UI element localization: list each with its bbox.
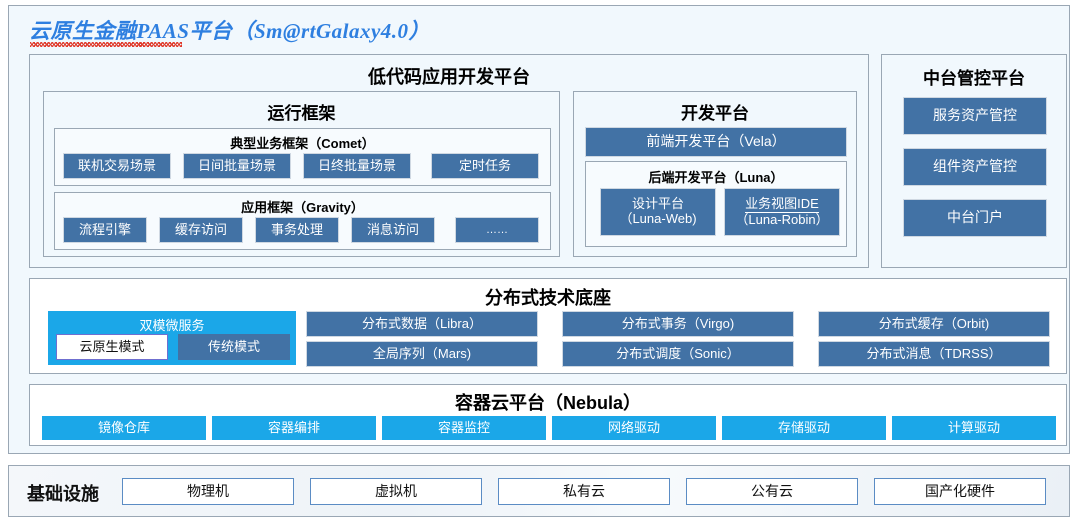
chip-comet-3[interactable]: 定时任务 (431, 153, 539, 179)
chip-infra-0[interactable]: 物理机 (122, 478, 294, 505)
chip-dualmode-cloudnative[interactable]: 云原生模式 (56, 334, 168, 360)
distributed-tech-base-section: 分布式技术底座 双模微服务 云原生模式 传统模式 分布式数据（Libra） 全局… (29, 278, 1067, 374)
chip-gravity-3[interactable]: 消息访问 (351, 217, 435, 243)
container-cloud-section: 容器云平台（Nebula） 镜像仓库 容器编排 容器监控 网络驱动 存储驱动 计… (29, 384, 1067, 446)
dualmode-microservice-title: 双模微服务 (139, 318, 205, 333)
chip-dist-c1-r0[interactable]: 分布式事务（Virgo) (562, 311, 794, 337)
infrastructure-bar: 基础设施 物理机 虚拟机 私有云 公有云 国产化硬件 (8, 465, 1070, 517)
chip-gravity-1[interactable]: 缓存访问 (159, 217, 243, 243)
chip-comet-0[interactable]: 联机交易场景 (63, 153, 171, 179)
chip-luna-business-view-ide[interactable]: 业务视图IDE （Luna-Robin） (724, 188, 840, 236)
chip-container-5[interactable]: 计算驱动 (892, 416, 1056, 440)
comet-title: 典型业务框架（Comet） (230, 136, 375, 151)
midplatform-management-title: 中台管控平台 (923, 69, 1025, 88)
infrastructure-label: 基础设施 (27, 484, 99, 504)
chip-luna-design-platform[interactable]: 设计平台 （Luna-Web) (600, 188, 716, 236)
chip-container-3[interactable]: 网络驱动 (552, 416, 716, 440)
development-platform-title: 开发平台 (681, 104, 749, 123)
platform-architecture-panel: 云原生金融PAAS平台（Sm@rtGalaxy4.0） 低代码应用开发平台 运行… (8, 5, 1070, 454)
chip-infra-4[interactable]: 国产化硬件 (874, 478, 1046, 505)
container-cloud-title: 容器云平台（Nebula） (454, 393, 641, 413)
spellcheck-squiggle-icon (30, 42, 182, 47)
chip-container-4[interactable]: 存储驱动 (722, 416, 886, 440)
runtime-framework-title: 运行框架 (267, 104, 336, 123)
luna-title: 后端开发平台（Luna） (648, 170, 784, 185)
chip-infra-2[interactable]: 私有云 (498, 478, 670, 505)
chip-infra-3[interactable]: 公有云 (686, 478, 858, 505)
chip-comet-2[interactable]: 日终批量场景 (303, 153, 411, 179)
chip-dist-c2-r0[interactable]: 分布式缓存（Orbit) (818, 311, 1050, 337)
chip-midplatform-2[interactable]: 中台门户 (903, 199, 1047, 237)
chip-gravity-2[interactable]: 事务处理 (255, 217, 339, 243)
chip-midplatform-1[interactable]: 组件资产管控 (903, 148, 1047, 186)
chip-dist-c2-r1[interactable]: 分布式消息（TDRSS） (818, 341, 1050, 367)
chip-comet-1[interactable]: 日间批量场景 (183, 153, 291, 179)
chip-container-2[interactable]: 容器监控 (382, 416, 546, 440)
chip-dist-c0-r1[interactable]: 全局序列（Mars) (306, 341, 538, 367)
chip-dualmode-traditional[interactable]: 传统模式 (178, 334, 290, 360)
comet-business-framework-box: 典型业务框架（Comet） 联机交易场景 日间批量场景 日终批量场景 定时任务 (54, 128, 551, 186)
backend-dev-platform-box: 后端开发平台（Luna） 设计平台 （Luna-Web) 业务视图IDE （Lu… (585, 161, 847, 247)
chip-luna-design-platform-line2: （Luna-Web) (619, 211, 697, 226)
chip-luna-business-view-ide-line2: （Luna-Robin） (735, 211, 829, 227)
gravity-application-framework-box: 应用框架（Gravity） 流程引擎 缓存访问 事务处理 消息访问 …… (54, 192, 551, 250)
midplatform-management-section: 中台管控平台 服务资产管控 组件资产管控 中台门户 (881, 54, 1067, 268)
chip-infra-1[interactable]: 虚拟机 (310, 478, 482, 505)
chip-gravity-0[interactable]: 流程引擎 (63, 217, 147, 243)
chip-luna-design-platform-line1: 设计平台 (631, 196, 684, 212)
chip-frontend-dev-platform[interactable]: 前端开发平台（Vela） (585, 127, 847, 157)
lowcode-platform-section: 低代码应用开发平台 运行框架 典型业务框架（Comet） 联机交易场景 日间批量… (29, 54, 869, 268)
chip-midplatform-0[interactable]: 服务资产管控 (903, 97, 1047, 135)
chip-container-1[interactable]: 容器编排 (212, 416, 376, 440)
lowcode-platform-title: 低代码应用开发平台 (368, 67, 530, 87)
development-platform-section: 开发平台 前端开发平台（Vela） 后端开发平台（Luna） 设计平台 （Lun… (573, 91, 857, 257)
distributed-tech-base-title: 分布式技术底座 (485, 288, 611, 308)
chip-luna-business-view-ide-line1: 业务视图IDE (745, 195, 819, 213)
page-title: 云原生金融PAAS平台（Sm@rtGalaxy4.0） (29, 19, 431, 43)
runtime-framework-section: 运行框架 典型业务框架（Comet） 联机交易场景 日间批量场景 日终批量场景 … (43, 91, 560, 257)
chip-container-0[interactable]: 镜像仓库 (42, 416, 206, 440)
chip-dist-c0-r0[interactable]: 分布式数据（Libra） (306, 311, 538, 337)
chip-gravity-4[interactable]: …… (455, 217, 539, 243)
chip-dist-c1-r1[interactable]: 分布式调度（Sonic） (562, 341, 794, 367)
gravity-title: 应用框架（Gravity） (241, 200, 364, 215)
dualmode-microservice-box: 双模微服务 云原生模式 传统模式 (48, 311, 296, 365)
